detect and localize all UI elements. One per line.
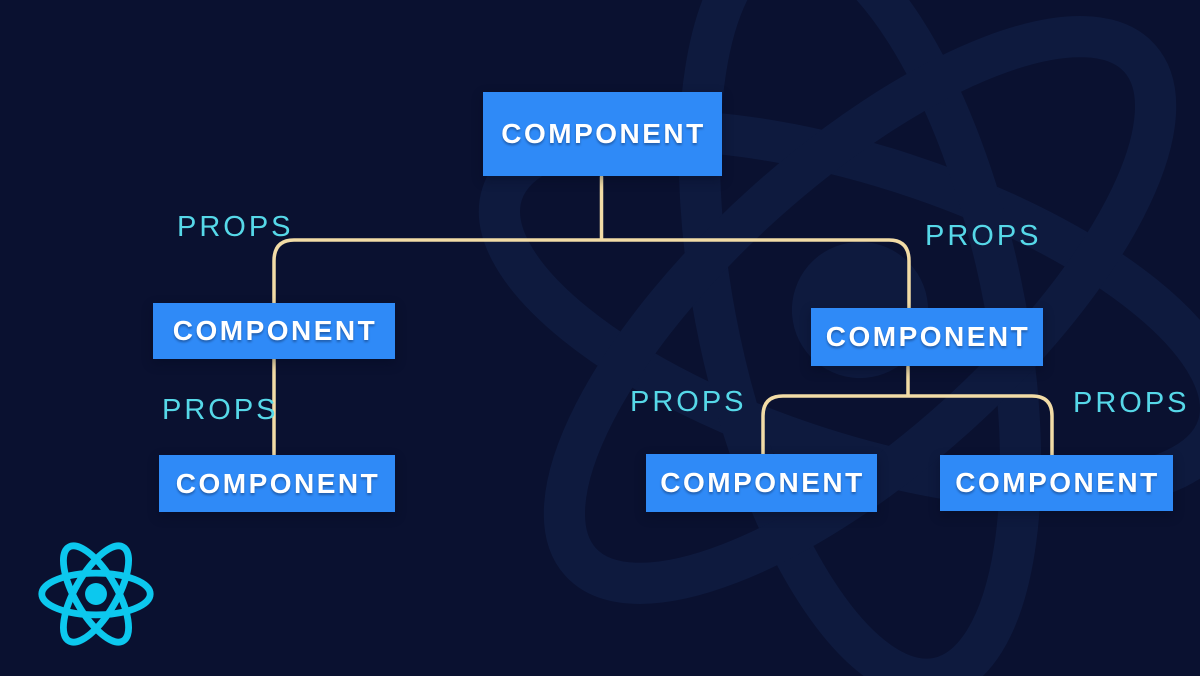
component-box-right-grandchild-right: COMPONENT	[940, 455, 1173, 511]
component-box-label: COMPONENT	[501, 118, 706, 149]
component-box-label: COMPONENT	[175, 467, 381, 499]
react-logo-icon	[38, 542, 154, 646]
props-label: PROPS	[925, 220, 1042, 252]
component-box-right-grandchild-left: COMPONENT	[646, 454, 877, 512]
props-label: PROPS	[630, 386, 747, 418]
connector-line-level2-right-branch	[761, 394, 1054, 457]
component-box-right-child: COMPONENT	[811, 308, 1043, 366]
component-box-root: COMPONENT	[483, 92, 722, 176]
component-box-label: COMPONENT	[660, 467, 865, 498]
component-box-label: COMPONENT	[825, 321, 1031, 352]
props-label: PROPS	[162, 394, 279, 426]
props-label: PROPS	[177, 211, 294, 243]
props-label: PROPS	[1073, 387, 1190, 419]
component-box-left-child: COMPONENT	[153, 303, 395, 359]
component-box-label: COMPONENT	[955, 467, 1160, 498]
component-box-label: COMPONENT	[172, 315, 378, 346]
component-box-left-grandchild: COMPONENT	[159, 455, 395, 512]
connector-line-level1-branch	[272, 238, 911, 458]
